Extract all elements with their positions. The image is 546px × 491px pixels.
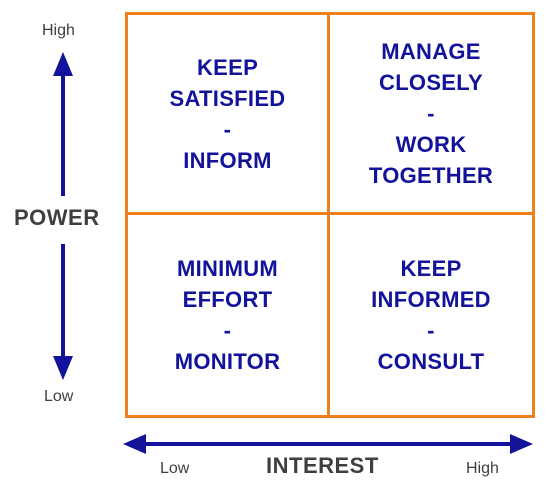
quadrant-text: - <box>223 116 232 142</box>
power-interest-grid: KEEP SATISFIED - INFORM MANAGE CLOSELY -… <box>125 12 535 418</box>
quadrant-text: - <box>427 101 435 126</box>
y-axis-high-label: High <box>42 22 75 39</box>
quadrant-text: CLOSELY <box>379 70 483 95</box>
quadrant-bottom-right: KEEP INFORMED - CONSULT <box>330 215 532 415</box>
x-axis-title: INTEREST <box>266 453 379 478</box>
x-axis-high-label: High <box>466 460 499 477</box>
quadrant-text: EFFORT <box>182 287 273 312</box>
x-axis-low-label: Low <box>160 460 190 477</box>
quadrant-text: MINIMUM <box>176 256 279 281</box>
quadrant-bottom-left: MINIMUM EFFORT - MONITOR <box>128 215 330 415</box>
x-axis-arrow <box>123 434 533 454</box>
y-axis-low-label: Low <box>44 388 74 405</box>
quadrant-text: TOGETHER <box>368 163 494 188</box>
y-axis-arrow-down <box>53 244 73 380</box>
y-axis-arrow-up <box>53 52 73 196</box>
quadrant-top-right: MANAGE CLOSELY - WORK TOGETHER <box>330 15 532 215</box>
quadrant-text: - <box>427 318 435 343</box>
quadrant-text: KEEP <box>196 54 259 80</box>
quadrant-text: MONITOR <box>174 349 281 374</box>
quadrant-text: WORK <box>395 132 467 157</box>
quadrant-text: INFORM <box>183 147 272 173</box>
quadrant-text: MANAGE <box>381 39 481 64</box>
quadrant-text: SATISFIED <box>169 85 286 111</box>
y-axis-title: POWER <box>14 205 100 230</box>
quadrant-text: KEEP <box>400 256 462 281</box>
quadrant-top-left: KEEP SATISFIED - INFORM <box>128 15 330 215</box>
quadrant-text: CONSULT <box>377 349 485 374</box>
quadrant-text: - <box>223 318 232 343</box>
quadrant-text: INFORMED <box>371 287 491 312</box>
